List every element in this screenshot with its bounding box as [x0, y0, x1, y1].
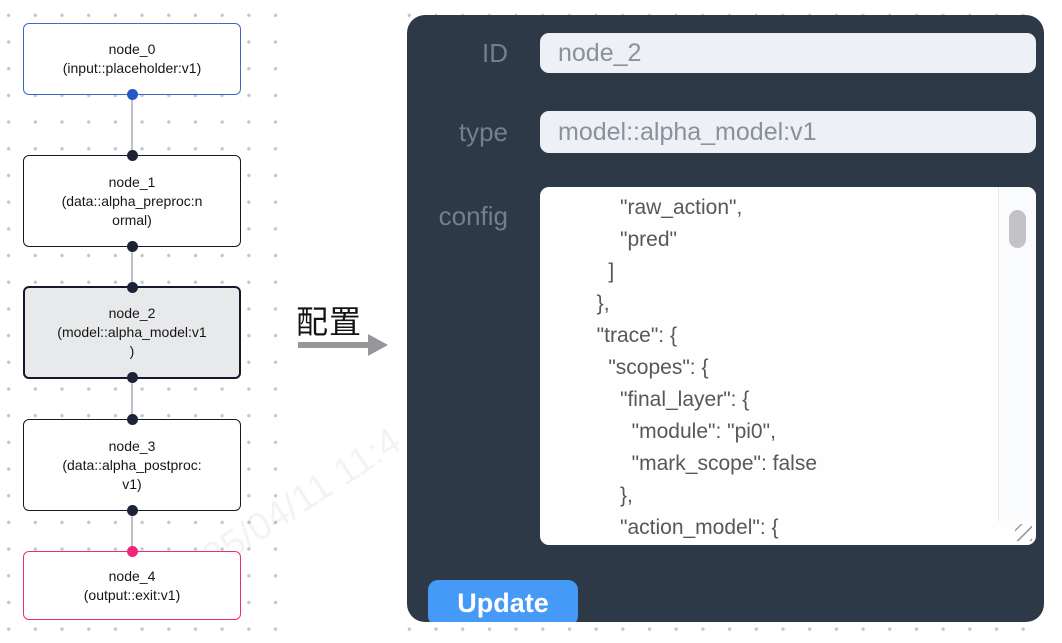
flow-node-node_3[interactable]: node_3 (data::alpha_postproc: v1) [23, 414, 241, 516]
config-panel: ID type config "raw_action", "pred" ] },… [407, 15, 1044, 622]
node-handle-source[interactable] [126, 505, 138, 516]
node-subtitle: (model::alpha_model:v1 ) [57, 324, 207, 359]
config-textarea[interactable]: "raw_action", "pred" ] }, "trace": { "sc… [540, 187, 1036, 545]
node-title: node_0 [108, 41, 156, 57]
node-title: node_1 [108, 173, 156, 190]
config-scrollbar-thumb[interactable] [1009, 210, 1026, 248]
node-handle-source[interactable] [126, 241, 138, 252]
node-subtitle: (data::alpha_postproc: v1) [62, 456, 202, 492]
node-handle-target[interactable] [126, 414, 138, 425]
config-scrollbar-track[interactable] [998, 187, 1036, 521]
flow-edge [131, 379, 133, 420]
resize-grip-icon[interactable] [1015, 524, 1032, 541]
id-label: ID [482, 38, 508, 68]
arrow-right-icon [368, 334, 388, 356]
node-handle-target[interactable] [126, 546, 138, 557]
node-subtitle: (input::placeholder:v1) [62, 60, 202, 76]
flow-node-node_1[interactable]: node_1 (data::alpha_preproc:n ormal) [23, 150, 241, 252]
flow-node-node_0[interactable]: node_0 (input::placeholder:v1) [23, 23, 241, 100]
flow-edge [131, 247, 133, 287]
update-button[interactable]: Update [428, 580, 578, 622]
flow-edge [131, 95, 133, 156]
type-input[interactable] [540, 111, 1036, 153]
annotation-label: 配置 [296, 304, 363, 340]
flow-node-node_2[interactable]: node_2 (model::alpha_model:v1 ) [23, 282, 241, 383]
node-handle-source[interactable] [126, 372, 138, 383]
node-subtitle: (output::exit:v1) [83, 586, 181, 603]
node-title: node_2 [108, 305, 156, 321]
id-input[interactable] [540, 33, 1036, 73]
flow-node-node_4[interactable]: node_4 (output::exit:v1) [23, 546, 241, 620]
config-label: config [438, 201, 508, 231]
config-json-text[interactable]: "raw_action", "pred" ] }, "trace": { "sc… [596, 196, 818, 539]
node-title: node_4 [108, 567, 156, 584]
node-handle-source[interactable] [126, 89, 138, 100]
type-label: type [458, 117, 508, 147]
node-title: node_3 [108, 437, 156, 454]
node-handle-target[interactable] [126, 150, 138, 161]
node-subtitle: (data::alpha_preproc:n ormal) [61, 192, 203, 228]
flow-edge [131, 511, 133, 552]
node-handle-target[interactable] [126, 282, 138, 293]
arrow-right-icon [298, 342, 370, 348]
